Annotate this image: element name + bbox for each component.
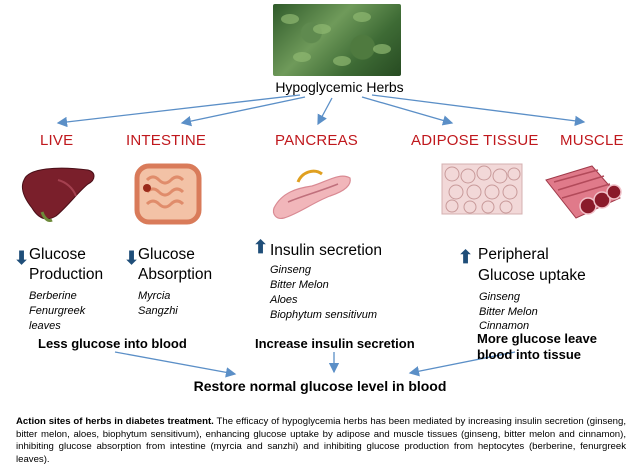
liver-herb: leaves	[29, 320, 61, 332]
liver-herb: Berberine	[29, 290, 77, 302]
caption-title: Action sites of herbs in diabetes treatm…	[16, 416, 214, 427]
pancreas-herb: Bitter Melon	[270, 279, 329, 291]
target-intestine-label: INTESTINE	[126, 132, 207, 149]
peripheral-effect-line1: Peripheral	[478, 246, 549, 263]
peripheral-result-line1: More glucose leave	[477, 331, 597, 346]
peripheral-herb: Bitter Melon	[479, 306, 538, 318]
peripheral-result-line2: blood into tissue	[477, 347, 581, 362]
pancreas-herb: Biophytum sensitivum	[270, 309, 377, 321]
pancreas-result: Increase insulin secretion	[255, 336, 415, 351]
intestine-effect-line2: Absorption	[138, 266, 213, 283]
peripheral-herb: Ginseng	[479, 291, 520, 303]
liver-effect-line1: Glucose	[29, 246, 86, 263]
peripheral-effect-line2: Glucose uptake	[478, 267, 586, 284]
center-title: Hypoglycemic Herbs	[275, 79, 404, 95]
liver-icon	[21, 167, 95, 222]
arrow-up-icon: ⬆	[458, 247, 474, 267]
figure-caption: Action sites of herbs in diabetes treatm…	[16, 416, 626, 466]
pancreas-herb: Ginseng	[270, 264, 311, 276]
final-result: Restore normal glucose level in blood	[193, 378, 447, 394]
arrow-to-adipose	[361, 96, 454, 126]
arrow-to-muscle	[371, 94, 586, 127]
muscle-icon	[545, 165, 622, 219]
liver-result: Less glucose into blood	[38, 336, 187, 351]
peripheral-herb: Cinnamon	[479, 320, 530, 332]
arrow-down-icon: ⬇	[14, 248, 30, 268]
arrow-up-icon: ⬆	[253, 237, 269, 257]
caption-text: The efficacy of hypoglycemia herbs has b…	[16, 416, 627, 465]
arrow-tissue-to-final	[408, 351, 516, 377]
target-muscle-label: MUSCLE	[560, 132, 624, 149]
liver-herb: Fenurgreek	[29, 305, 86, 317]
liver-effect-line2: Production	[29, 266, 104, 283]
target-liver-label: LIVE	[40, 132, 74, 149]
adipose-tissue-icon	[441, 163, 523, 215]
arrow-liver-to-final	[114, 351, 237, 378]
pancreas-herb: Aloes	[270, 294, 298, 306]
target-adipose-label: ADIPOSE TISSUE	[411, 132, 539, 149]
intestine-herb: Myrcia	[138, 290, 171, 302]
arrow-to-pancreas	[317, 97, 333, 126]
intestine-herb: Sangzhi	[138, 305, 178, 317]
arrow-to-intestine	[180, 96, 306, 127]
intestine-effect-line1: Glucose	[138, 246, 195, 263]
target-pancreas-label: PANCREAS	[275, 132, 359, 149]
herb-plant-image	[273, 4, 401, 76]
pancreas-effect-line1: Insulin secretion	[270, 242, 383, 259]
arrow-to-liver	[56, 94, 301, 128]
arrow-down-icon: ⬇	[124, 248, 140, 268]
intestine-icon	[134, 163, 202, 225]
pancreas-icon	[272, 169, 351, 219]
